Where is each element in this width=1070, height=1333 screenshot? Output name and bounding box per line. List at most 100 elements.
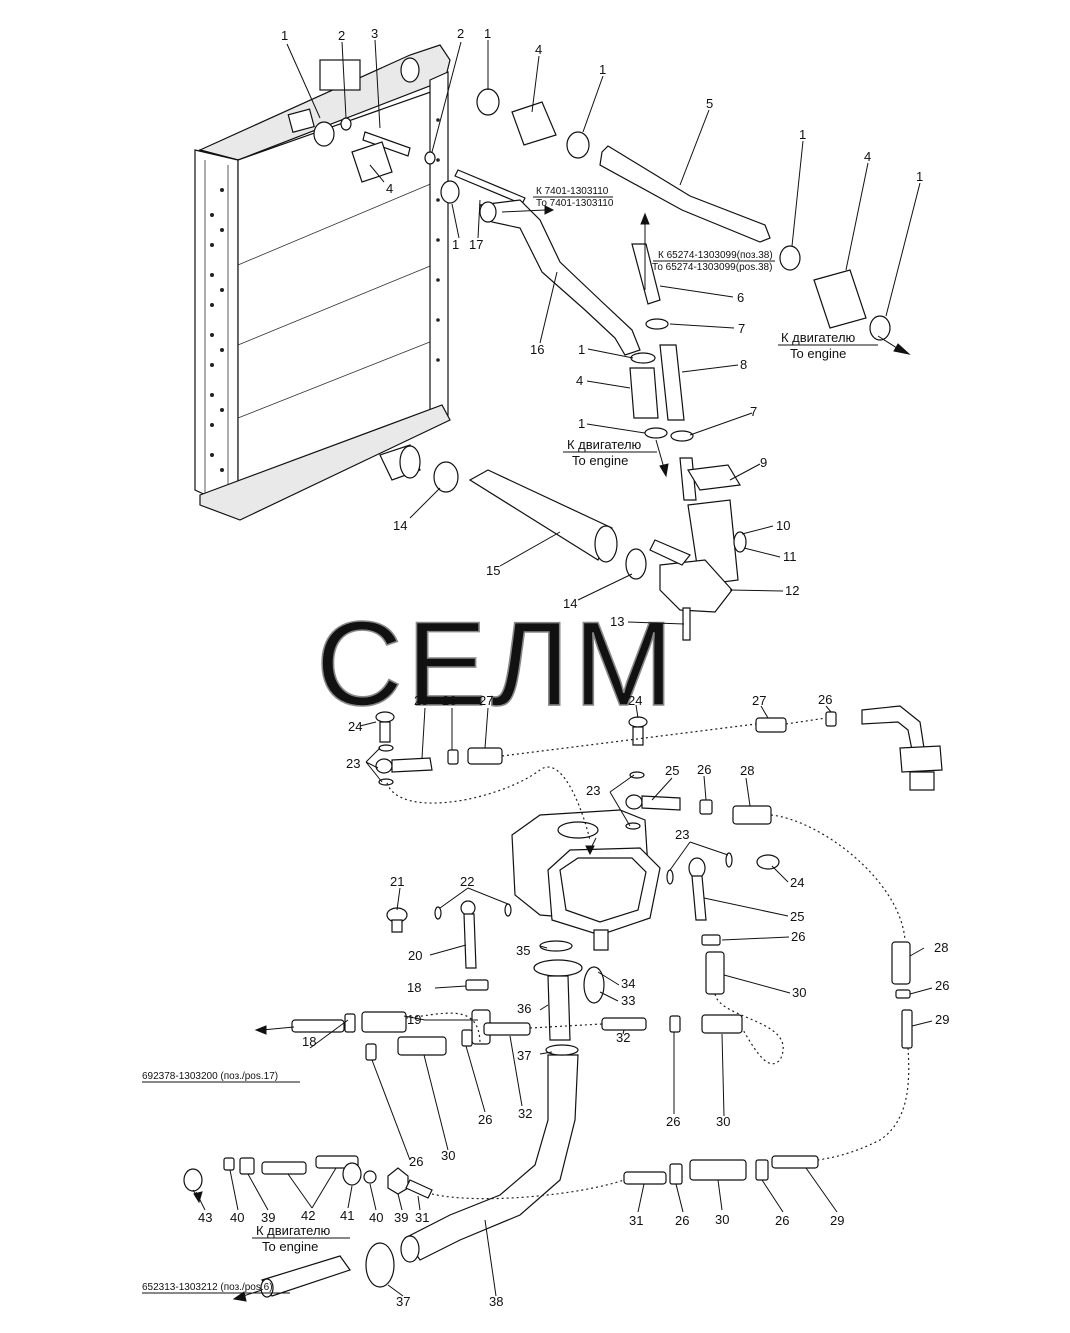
banjo-25 bbox=[688, 857, 706, 879]
part-number: 26 bbox=[478, 1112, 492, 1127]
washer-23 bbox=[725, 852, 733, 868]
part-number: 32 bbox=[518, 1106, 532, 1121]
part-number: 37 bbox=[396, 1294, 410, 1309]
part-number: 34 bbox=[621, 976, 635, 991]
part-number: 26 bbox=[409, 1154, 423, 1169]
clamp bbox=[779, 245, 801, 271]
filler-cap bbox=[557, 821, 599, 839]
pipe bbox=[679, 457, 697, 501]
part-number: 30 bbox=[716, 1114, 730, 1129]
hose-4 bbox=[813, 269, 867, 329]
angle-pipe bbox=[861, 705, 925, 751]
part-number: 23 bbox=[675, 827, 689, 842]
part-number: 35 bbox=[516, 943, 530, 958]
pipe-31 bbox=[623, 1171, 667, 1185]
nut-18 bbox=[344, 1013, 356, 1033]
part-number: 24 bbox=[790, 875, 804, 890]
ref-note: К 7401-1303110 bbox=[536, 186, 609, 197]
nut-39 bbox=[387, 1167, 409, 1195]
part-number: 29 bbox=[935, 1012, 949, 1027]
sensor bbox=[909, 771, 935, 791]
pipe bbox=[291, 1019, 345, 1033]
clamp bbox=[476, 88, 500, 116]
destination-label: К двигателю bbox=[256, 1223, 331, 1238]
pipe-31 bbox=[405, 1179, 433, 1199]
nut-26 bbox=[699, 799, 713, 815]
route bbox=[785, 717, 827, 725]
nut-26 bbox=[365, 1043, 377, 1061]
clamp-7 bbox=[645, 318, 669, 330]
part-number: 1 bbox=[452, 237, 459, 252]
part-number: 26 bbox=[675, 1213, 689, 1228]
part-number: 31 bbox=[415, 1210, 429, 1225]
hose-38 bbox=[404, 1054, 579, 1261]
clamp-37 bbox=[365, 1242, 395, 1288]
part-number: 7 bbox=[750, 404, 757, 419]
hose-8 bbox=[659, 344, 685, 421]
part-number: 29 bbox=[830, 1213, 844, 1228]
route bbox=[817, 1047, 910, 1161]
part-number: 13 bbox=[610, 614, 624, 629]
clamp-14 bbox=[433, 461, 459, 493]
hose-16 bbox=[478, 199, 641, 356]
part-number: 41 bbox=[340, 1208, 354, 1223]
route bbox=[770, 814, 906, 941]
part-number: 25 bbox=[790, 909, 804, 924]
part-number: 18 bbox=[302, 1034, 316, 1049]
radiator bbox=[194, 44, 451, 521]
part-number: 4 bbox=[576, 373, 583, 388]
part-number: 1 bbox=[281, 28, 288, 43]
part-number: 43 bbox=[198, 1210, 212, 1225]
bolt-33 bbox=[583, 966, 605, 1004]
hose-28 bbox=[891, 941, 911, 985]
hose-15-end bbox=[594, 525, 618, 563]
part-number: 22 bbox=[460, 874, 474, 889]
nut-39 bbox=[239, 1157, 255, 1175]
part-number: 14 bbox=[393, 518, 407, 533]
part-number: 26 bbox=[818, 692, 832, 707]
part-number: 30 bbox=[441, 1148, 455, 1163]
part-number: 10 bbox=[776, 518, 790, 533]
part-number: 15 bbox=[486, 563, 500, 578]
leader-lines bbox=[195, 39, 933, 1297]
sensor-13 bbox=[682, 607, 691, 641]
pipe-32 bbox=[483, 1022, 531, 1036]
nut-26 bbox=[461, 1029, 473, 1047]
part-number: 21 bbox=[390, 874, 404, 889]
ref-note: То 65274-1303099(pos.38) bbox=[652, 262, 772, 273]
pipe-6 bbox=[261, 1255, 351, 1297]
nut-26 bbox=[825, 711, 837, 727]
clamp-1 bbox=[630, 352, 656, 364]
hose-30 bbox=[705, 951, 725, 995]
ref-note: То 7401-1303110 bbox=[536, 198, 614, 209]
hose-28 bbox=[732, 805, 772, 825]
hose-4 bbox=[629, 367, 659, 419]
radiator-hoses bbox=[313, 88, 891, 641]
pipe-27 bbox=[755, 717, 787, 733]
part-number: 9 bbox=[760, 455, 767, 470]
pipe-32 bbox=[601, 1017, 647, 1031]
clamp-37 bbox=[545, 1044, 579, 1056]
part-number: 1 bbox=[916, 169, 923, 184]
clamp-14 bbox=[625, 548, 647, 580]
bolt-11 bbox=[733, 531, 747, 553]
hose-30 bbox=[397, 1036, 447, 1056]
route bbox=[529, 1023, 603, 1029]
banjo-41 bbox=[342, 1162, 362, 1186]
hose-30 bbox=[701, 1014, 743, 1034]
hose-4 bbox=[511, 101, 557, 146]
tank-outlet bbox=[593, 929, 609, 951]
part-number: 32 bbox=[616, 1030, 630, 1045]
ref-note: К 65274-1303099(поз.38) bbox=[658, 250, 773, 261]
part-number: 23 bbox=[586, 783, 600, 798]
part-number: 28 bbox=[934, 940, 948, 955]
part-number: 33 bbox=[621, 993, 635, 1008]
pipe-29 bbox=[901, 1009, 913, 1049]
bolt-24 bbox=[628, 716, 648, 728]
clamp bbox=[566, 131, 590, 159]
part-number: 26 bbox=[666, 1114, 680, 1129]
part-number: 27 bbox=[752, 693, 766, 708]
part-number: 30 bbox=[792, 985, 806, 1000]
watermark: СЕЛМ bbox=[316, 597, 677, 731]
